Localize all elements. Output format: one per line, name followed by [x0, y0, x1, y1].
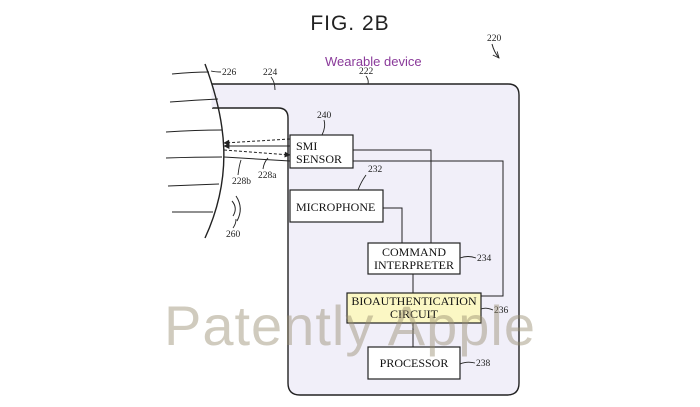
- bioauthentication-circuit-block: [346, 292, 482, 324]
- figure-title: FIG. 2B: [310, 12, 390, 35]
- bioauthentication-label-line1: BIOAUTHENTICATION: [351, 294, 477, 308]
- smi-sensor-label-line1: SMI: [296, 139, 317, 153]
- bioauthentication-label-line2: CIRCUIT: [390, 307, 439, 321]
- command-interpreter-block: [367, 242, 461, 275]
- ref-260: 260: [226, 230, 241, 240]
- vibration-waves: [231, 195, 241, 222]
- wearable-device-label: Wearable device: [325, 54, 422, 69]
- ref-234: 234: [477, 254, 492, 264]
- ref-260-leader: [232, 218, 237, 229]
- ref-234-leader: [459, 256, 477, 259]
- smi-beams: [223, 138, 291, 162]
- ref-238: 238: [476, 359, 491, 369]
- microphone-block: [289, 189, 384, 223]
- command-interpreter-label-line1: COMMAND: [382, 245, 446, 259]
- smi-sensor-label-line2: SENSOR: [296, 152, 342, 166]
- smi-sensor-block: [289, 134, 354, 169]
- microphone-label: MICROPHONE: [296, 200, 375, 214]
- ref-224: 224: [263, 68, 278, 78]
- ref-226: 226: [222, 68, 237, 78]
- ref-220: 220: [487, 34, 502, 44]
- ear-contour-lines: [165, 71, 223, 213]
- ref-232: 232: [368, 165, 383, 175]
- processor-block: [367, 346, 461, 380]
- ref-222-leader: [365, 75, 369, 85]
- ref-240-leader: [321, 119, 326, 136]
- connection-lines: [353, 149, 504, 347]
- ref-220-arrow: [491, 43, 499, 58]
- ref-228b-leader: [237, 159, 242, 176]
- ref-236: 236: [494, 306, 509, 316]
- ref-228a-leader: [262, 157, 269, 170]
- command-interpreter-label-line2: INTERPRETER: [374, 258, 454, 272]
- ref-236-leader: [480, 307, 494, 311]
- ref-228b: 228b: [232, 177, 251, 187]
- ref-240: 240: [317, 111, 332, 121]
- wearable-housing: [212, 83, 520, 396]
- ref-238-leader: [459, 361, 476, 365]
- processor-label: PROCESSOR: [380, 356, 449, 370]
- ref-232-leader: [357, 174, 367, 191]
- ref-228a: 228a: [258, 171, 277, 181]
- ref-226-leader: [210, 70, 222, 73]
- ref-224-leader: [270, 76, 276, 91]
- ref-222: 222: [359, 67, 374, 77]
